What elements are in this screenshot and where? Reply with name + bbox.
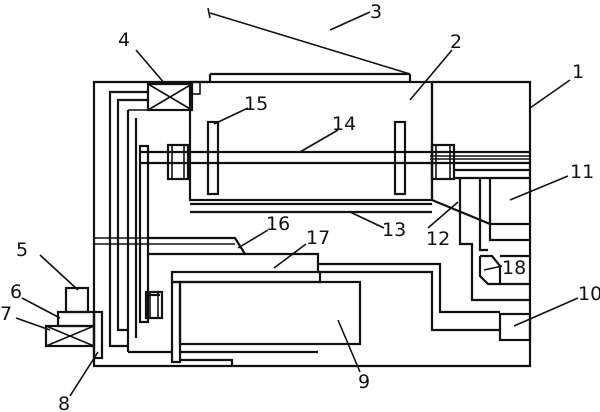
label-18: 18 — [502, 257, 526, 279]
label-9: 9 — [358, 371, 370, 393]
label-16: 16 — [266, 213, 290, 235]
upper-chamber — [188, 80, 434, 214]
label-4: 4 — [118, 29, 130, 51]
label-6: 6 — [10, 281, 22, 303]
main-shaft — [140, 150, 530, 165]
paddles — [206, 120, 407, 196]
belt-drive — [138, 144, 164, 324]
label-11: 11 — [570, 161, 594, 183]
right-pipes — [318, 168, 530, 332]
hopper-connection — [431, 198, 491, 226]
label-2: 2 — [450, 31, 462, 53]
right-upper-box — [488, 178, 530, 242]
label-12: 12 — [426, 228, 450, 250]
label-1: 1 — [572, 61, 584, 83]
label-7: 7 — [0, 303, 12, 325]
label-13: 13 — [382, 219, 406, 241]
small-unit — [478, 254, 530, 286]
left-bearing — [166, 143, 190, 181]
label-15: 15 — [244, 93, 268, 115]
motor-unit — [170, 280, 362, 366]
housing-frame — [92, 80, 532, 368]
label-10: 10 — [578, 283, 600, 305]
label-3: 3 — [370, 1, 382, 23]
lid — [207, 7, 412, 82]
label-5: 5 — [16, 239, 28, 261]
outlet-box — [498, 312, 532, 342]
label-17: 17 — [306, 227, 330, 249]
left-pipes — [94, 90, 235, 354]
leader-lines — [15, 11, 579, 397]
right-bearing — [430, 143, 456, 181]
top-valve — [146, 81, 201, 112]
label-14: 14 — [332, 113, 356, 135]
label-8: 8 — [58, 393, 70, 412]
